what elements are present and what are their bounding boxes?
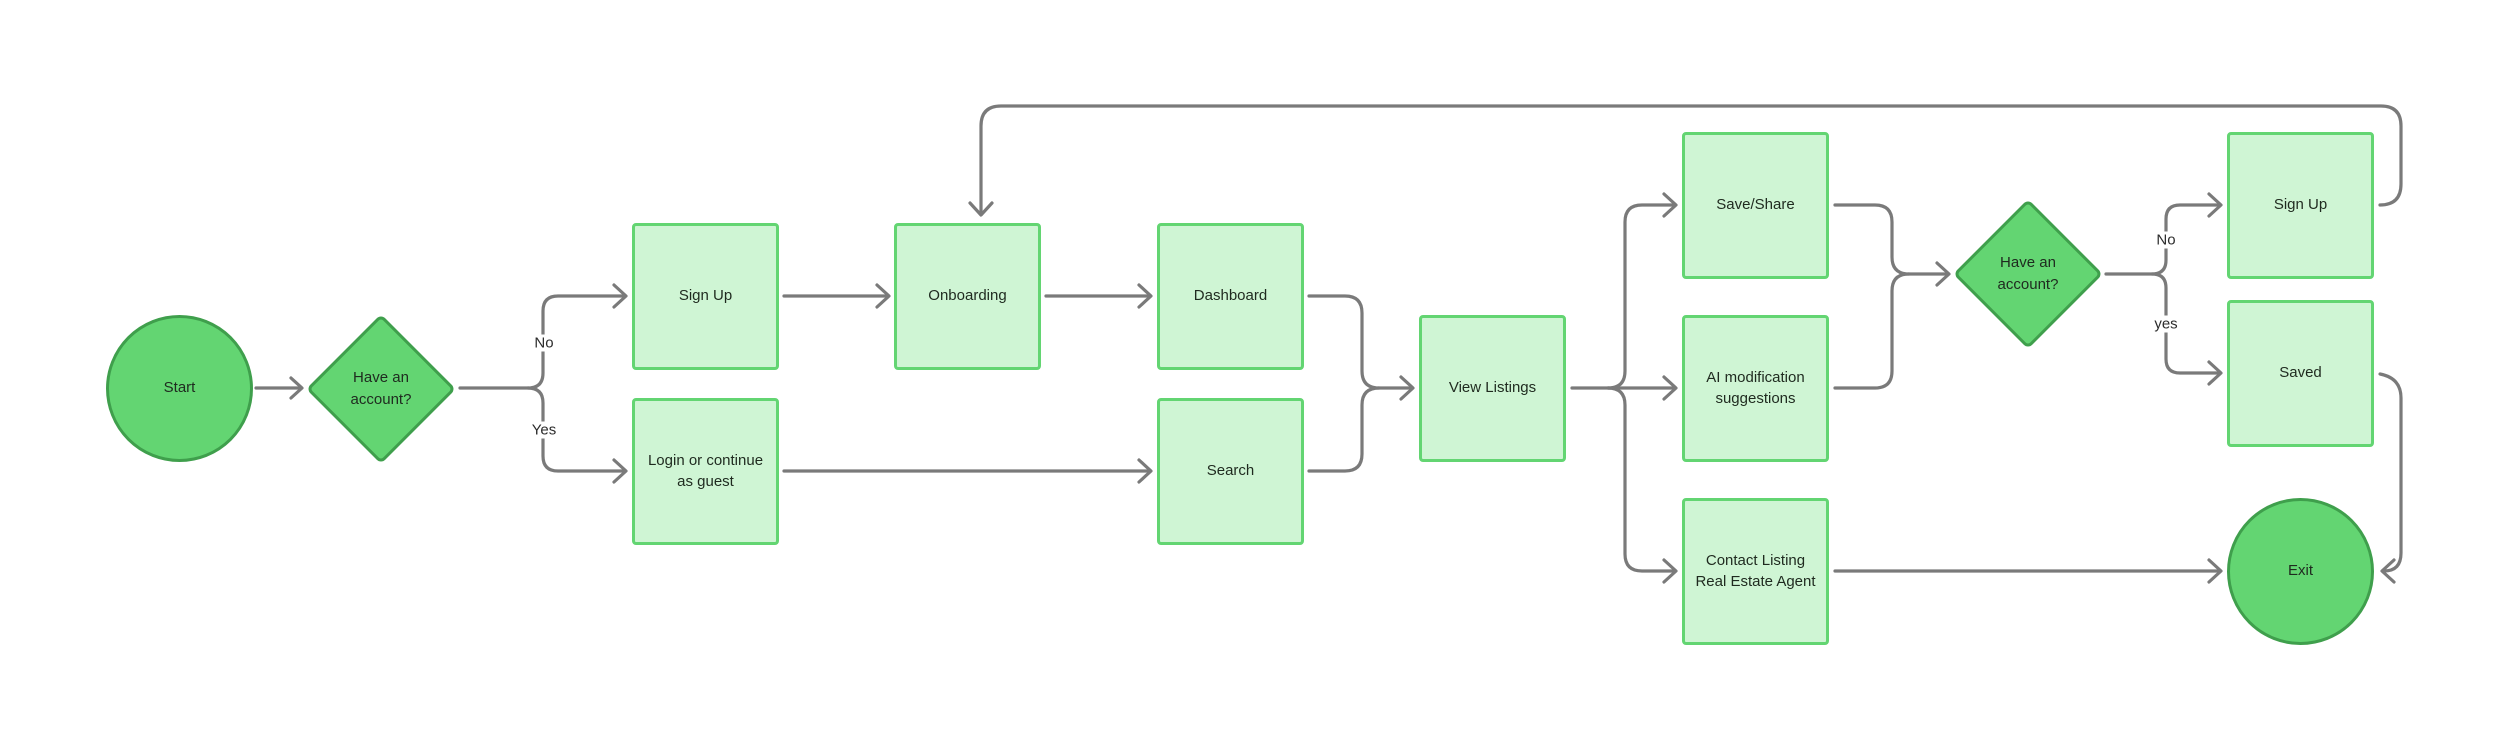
node-label: Sign Up: [2273, 196, 2328, 214]
arrowhead: [1662, 375, 1678, 401]
node-label: Login or continue as guest: [647, 452, 764, 490]
arrowhead: [2207, 192, 2223, 218]
decision-text: Have an account?: [350, 369, 412, 408]
edge-decision-2-to-saved: [2150, 272, 2222, 375]
edge-label-yes: yes: [2152, 315, 2180, 333]
arrowhead: [1399, 375, 1415, 401]
edge-label-yes: Yes: [529, 421, 559, 439]
edge-sign-up-2-to-onboarding: [979, 104, 2403, 216]
exit-node: Exit: [2227, 498, 2374, 645]
decision-have-account-2: Have an account?: [1953, 199, 2103, 349]
sign-up-node: Sign Up: [632, 223, 779, 370]
login-guest-node: Login or continue as guest: [632, 398, 779, 545]
arrowhead: [1662, 192, 1678, 218]
arrowhead: [2207, 360, 2223, 386]
edge-decision-1-to-login: [526, 386, 627, 473]
arrowhead: [875, 283, 891, 309]
node-label: View Listings: [1448, 379, 1537, 397]
node-label: Search: [1206, 462, 1255, 480]
decision-text: Have an account?: [1997, 254, 2059, 293]
arrowhead: [2207, 558, 2223, 584]
edge-dashboard-to-view-listings: [1307, 294, 1414, 390]
onboarding-node: Onboarding: [894, 223, 1041, 370]
contact-agent-node: Contact Listing Real Estate Agent: [1682, 498, 1829, 645]
decision-label: Have an account?: [1953, 199, 2103, 349]
arrowhead: [1935, 261, 1951, 287]
arrowhead: [1137, 283, 1153, 309]
arrowhead: [1137, 458, 1153, 484]
ai-suggestions-node: AI modification suggestions: [1682, 315, 1829, 462]
search-node: Search: [1157, 398, 1304, 545]
arrowhead: [2380, 558, 2396, 584]
edge-view-listings-to-save-share: [1570, 203, 1677, 390]
start-node: Start: [106, 315, 253, 462]
edge-label-no: No: [2154, 231, 2178, 249]
decision-label: Have an account?: [306, 314, 456, 464]
arrowhead: [1662, 558, 1678, 584]
node-label: AI modification suggestions: [1706, 369, 1805, 407]
edge-ai-suggestions-to-decision-2: [1833, 272, 1911, 390]
arrowhead: [289, 376, 304, 400]
arrowhead: [612, 283, 628, 309]
save-share-node: Save/Share: [1682, 132, 1829, 279]
node-label: Contact Listing Real Estate Agent: [1695, 552, 1816, 590]
node-label: Saved: [2279, 364, 2322, 382]
dashboard-node: Dashboard: [1157, 223, 1304, 370]
saved-node: Saved: [2227, 300, 2374, 447]
node-label: Save/Share: [1716, 196, 1795, 214]
arrowhead: [968, 201, 994, 217]
node-label: Sign Up: [678, 287, 733, 305]
node-label: Onboarding: [928, 287, 1007, 305]
view-listings-node: View Listings: [1419, 315, 1566, 462]
edge-save-share-to-decision-2: [1833, 203, 1950, 276]
arrowhead: [612, 458, 628, 484]
node-label: Dashboard: [1193, 287, 1268, 305]
edge-saved-to-exit: [2378, 372, 2403, 573]
edge-label-no: No: [532, 334, 556, 352]
sign-up-2-node: Sign Up: [2227, 132, 2374, 279]
edge-search-to-view-listings: [1307, 386, 1381, 473]
decision-have-account-1: Have an account?: [306, 314, 456, 464]
edge-view-listings-to-contact-agent: [1606, 386, 1677, 573]
